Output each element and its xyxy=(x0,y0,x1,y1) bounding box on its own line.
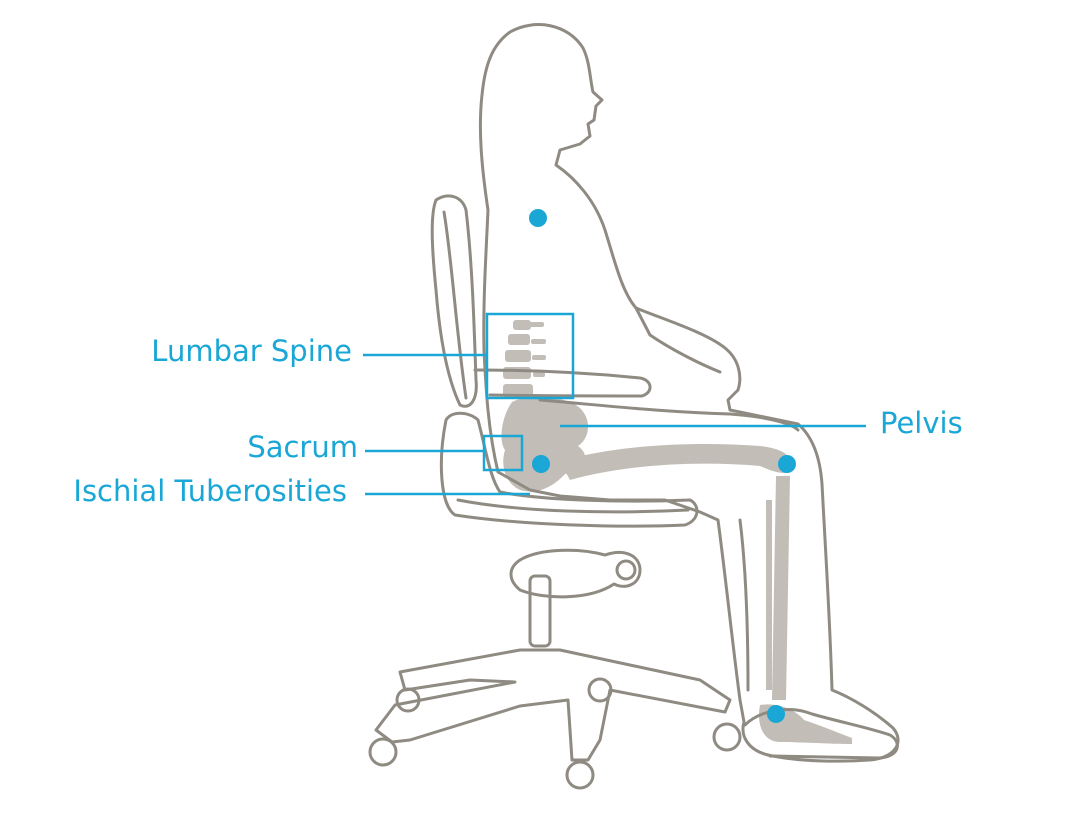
skeleton xyxy=(501,320,852,744)
chair-seat-lower xyxy=(456,498,690,514)
chair-caster-3 xyxy=(712,722,742,752)
callouts xyxy=(363,312,866,496)
chair-caster-1 xyxy=(368,737,398,767)
pelvis-label: Pelvis xyxy=(880,406,963,440)
chair-mechanism xyxy=(509,548,642,599)
chair-caster-2 xyxy=(565,760,595,790)
body-outline xyxy=(478,23,900,763)
chair-backrest-inner xyxy=(442,210,468,400)
femur-bone xyxy=(560,443,793,480)
ischial-point xyxy=(532,455,550,473)
pressure-points xyxy=(529,209,796,723)
ischial-tuberosities-label: Ischial Tuberosities xyxy=(73,474,347,508)
chair-backrest xyxy=(430,194,478,408)
shin-crease xyxy=(738,518,750,692)
tibia-bone xyxy=(772,476,790,700)
chair-cylinder xyxy=(528,574,552,648)
thigh-outline xyxy=(538,398,800,432)
lumbar-spine-label: Lumbar Spine xyxy=(151,334,352,368)
outlines xyxy=(368,23,900,790)
chair-armrest xyxy=(473,368,652,398)
sacrum-label: Sacrum xyxy=(247,430,358,464)
sacrum-box xyxy=(482,434,524,472)
chair-caster-4 xyxy=(587,677,613,703)
chair-caster-5 xyxy=(395,687,421,713)
arm-outline xyxy=(634,306,722,374)
chair-base xyxy=(374,648,732,762)
chair-knob xyxy=(615,559,637,581)
fibula-bone xyxy=(766,500,772,690)
knee-point xyxy=(778,455,796,473)
ankle-point xyxy=(767,705,785,723)
lumbar-vertebrae xyxy=(503,320,546,397)
chest-point xyxy=(529,209,547,227)
